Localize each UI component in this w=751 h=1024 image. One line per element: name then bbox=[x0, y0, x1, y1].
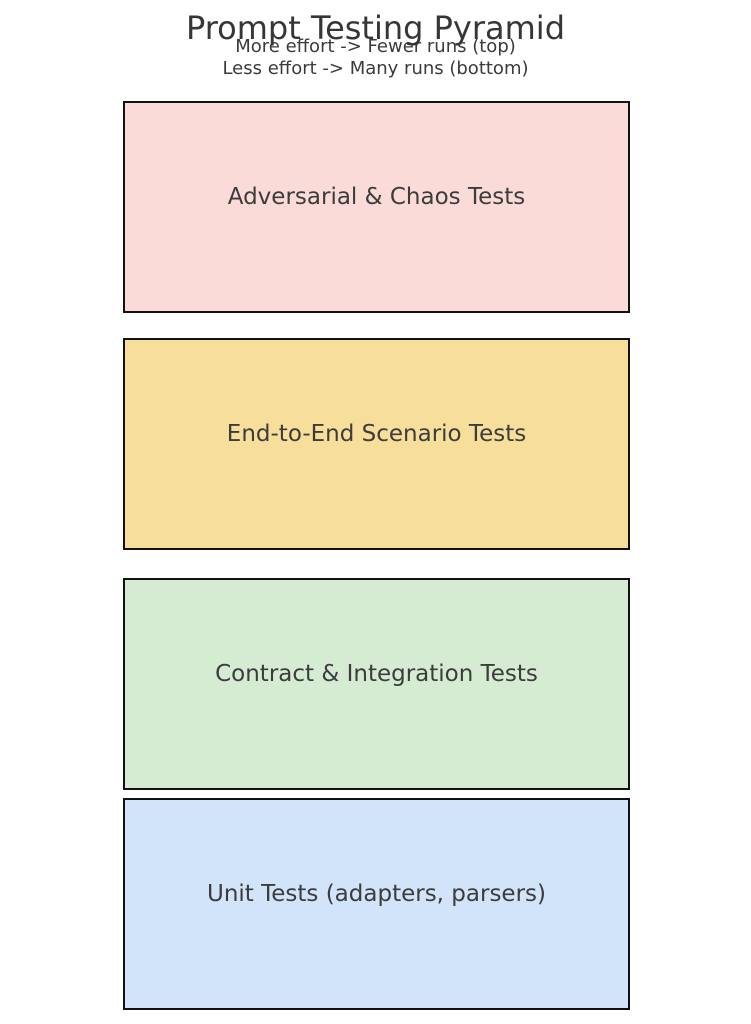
pyramid-layer-contract-integration-tests: Contract & Integration Tests bbox=[123, 578, 630, 790]
figure-title: Prompt Testing Pyramid bbox=[185, 9, 565, 47]
layer-label-end-to-end-scenario-tests: End-to-End Scenario Tests bbox=[226, 420, 527, 447]
layer-label-contract-integration-tests: Contract & Integration Tests bbox=[215, 660, 538, 687]
subtitle-line-top: More effort -> Fewer runs (top) bbox=[235, 36, 516, 57]
subtitle-line-bottom: Less effort -> Many runs (bottom) bbox=[222, 58, 529, 79]
pyramid-layer-adversarial-chaos-tests: Adversarial & Chaos Tests bbox=[123, 101, 630, 313]
layer-label-adversarial-chaos-tests: Adversarial & Chaos Tests bbox=[227, 183, 526, 210]
layer-label-unit-tests: Unit Tests (adapters, parsers) bbox=[206, 880, 547, 907]
pyramid-layer-unit-tests: Unit Tests (adapters, parsers) bbox=[123, 798, 630, 1010]
pyramid-layer-end-to-end-scenario-tests: End-to-End Scenario Tests bbox=[123, 338, 630, 550]
figure-subtitle: More effort -> Fewer runs (top) Less eff… bbox=[0, 36, 751, 80]
